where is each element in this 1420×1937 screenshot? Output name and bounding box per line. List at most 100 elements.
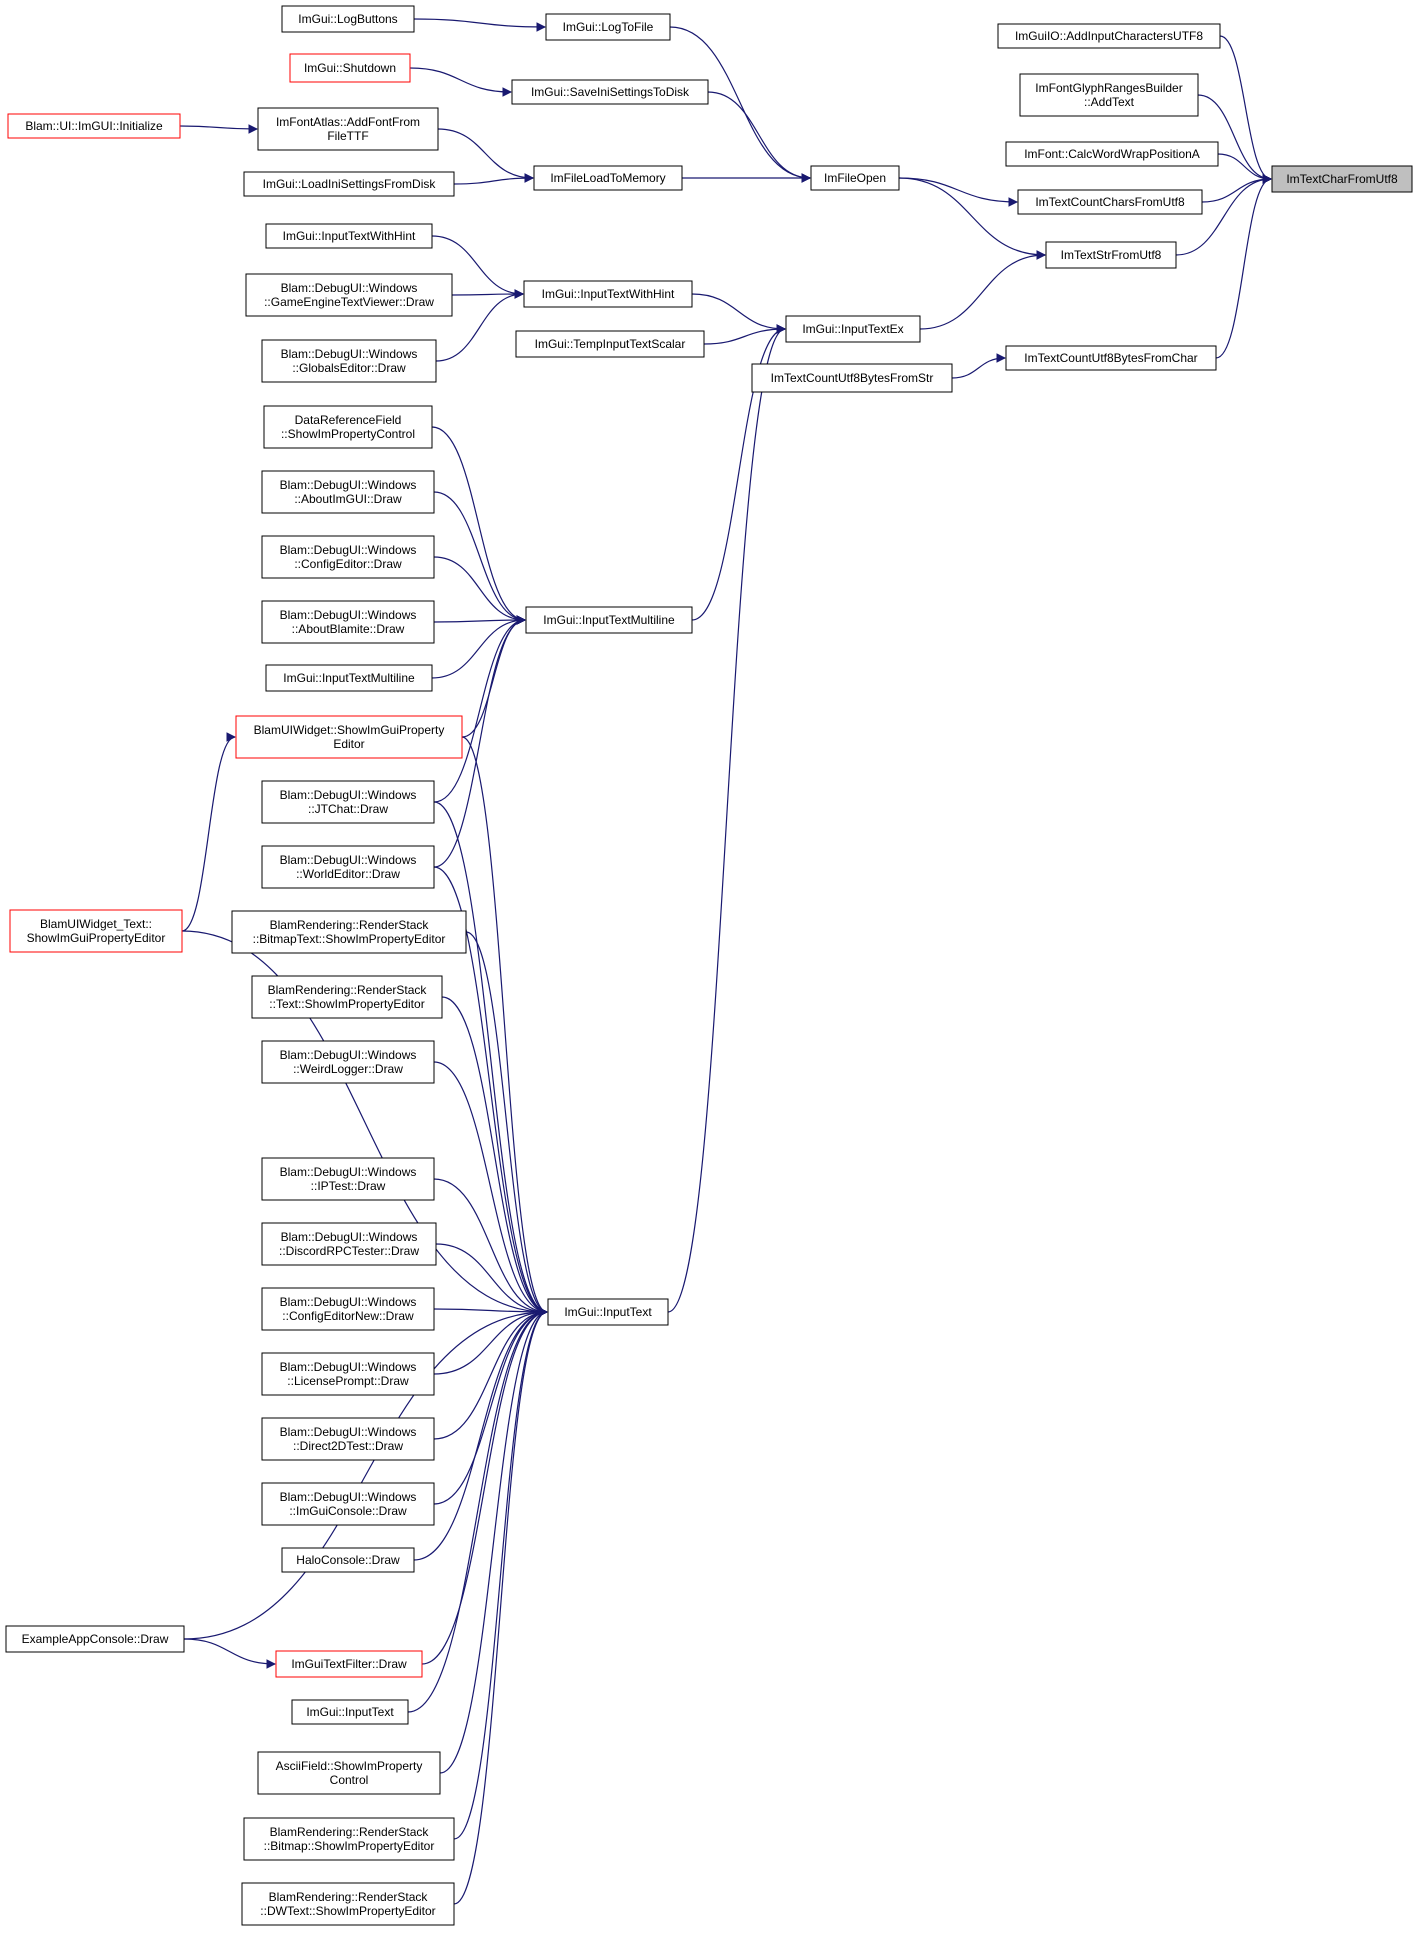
node-aboutblamite[interactable]: Blam::DebugUI::Windows::AboutBlamite::Dr… xyxy=(261,600,435,644)
node-box-license[interactable] xyxy=(261,1352,435,1396)
node-countutf8str[interactable]: ImTextCountUtf8BytesFromStr xyxy=(751,363,953,393)
node-box-inputtext[interactable] xyxy=(547,1298,669,1326)
node-box-countutf8bytes[interactable] xyxy=(1005,345,1217,371)
node-rsbitmap[interactable]: BlamRendering::RenderStack::Bitmap::Show… xyxy=(243,1817,455,1861)
node-box-fileload[interactable] xyxy=(533,165,683,191)
node-box-configeditornew[interactable] xyxy=(261,1287,435,1331)
node-blaminit[interactable]: Blam::UI::ImGUI::Initialize xyxy=(7,113,181,139)
node-bitmaptext[interactable]: BlamRendering::RenderStack::BitmapText::… xyxy=(231,910,467,954)
node-box-rsbitmap[interactable] xyxy=(243,1817,455,1861)
node-countchars[interactable]: ImTextCountCharsFromUtf8 xyxy=(1017,189,1203,215)
node-uiwidget[interactable]: BlamUIWidget::ShowImGuiPropertyEditor xyxy=(235,715,463,759)
node-box-worldeditor[interactable] xyxy=(261,845,435,889)
node-box-blaminit[interactable] xyxy=(7,113,181,139)
node-box-jtchat[interactable] xyxy=(261,780,435,824)
node-addtext[interactable]: ImFontGlyphRangesBuilder::AddText xyxy=(1019,73,1199,117)
node-box-strfromutf8[interactable] xyxy=(1045,241,1177,269)
node-tempscalar[interactable]: ImGui::TempInputTextScalar xyxy=(515,330,705,358)
node-box-configeditor[interactable] xyxy=(261,535,435,579)
node-target[interactable]: ImTextCharFromUtf8 xyxy=(1271,165,1413,193)
node-fileload[interactable]: ImFileLoadToMemory xyxy=(533,165,683,191)
node-license[interactable]: Blam::DebugUI::Windows::LicensePrompt::D… xyxy=(261,1352,435,1396)
node-box-logtofile[interactable] xyxy=(545,13,671,41)
node-imguiconsole[interactable]: Blam::DebugUI::Windows::ImGuiConsole::Dr… xyxy=(261,1482,435,1526)
node-box-globalseditor[interactable] xyxy=(261,339,437,383)
node-shutdown[interactable]: ImGui::Shutdown xyxy=(289,53,411,83)
node-countutf8bytes[interactable]: ImTextCountUtf8BytesFromChar xyxy=(1005,345,1217,371)
node-worldeditor[interactable]: Blam::DebugUI::Windows::WorldEditor::Dra… xyxy=(261,845,435,889)
node-box-multiline[interactable] xyxy=(525,606,693,634)
node-haloconsole[interactable]: HaloConsole::Draw xyxy=(281,1547,415,1573)
node-aboutimgui[interactable]: Blam::DebugUI::Windows::AboutImGUI::Draw xyxy=(261,470,435,514)
node-jtchat[interactable]: Blam::DebugUI::Windows::JTChat::Draw xyxy=(261,780,435,824)
node-direct2d[interactable]: Blam::DebugUI::Windows::Direct2DTest::Dr… xyxy=(261,1417,435,1461)
node-box-dwtext[interactable] xyxy=(241,1882,455,1926)
node-box-fileopen[interactable] xyxy=(810,165,900,191)
node-box-asciifield[interactable] xyxy=(257,1751,441,1795)
node-inputtext2[interactable]: ImGui::InputText xyxy=(291,1699,409,1725)
node-box-uiwidget[interactable] xyxy=(235,715,463,759)
node-box-loadini[interactable] xyxy=(243,171,455,197)
node-box-aboutimgui[interactable] xyxy=(261,470,435,514)
node-box-imguiconsole[interactable] xyxy=(261,1482,435,1526)
node-addinpututf8[interactable]: ImGuiIO::AddInputCharactersUTF8 xyxy=(997,23,1221,49)
node-logtofile[interactable]: ImGui::LogToFile xyxy=(545,13,671,41)
node-box-logbuttons[interactable] xyxy=(281,5,415,33)
node-box-addinpututf8[interactable] xyxy=(997,23,1221,49)
node-uiwidgettext[interactable]: BlamUIWidget_Text::ShowImGuiPropertyEdit… xyxy=(9,909,183,953)
node-box-textfilter[interactable] xyxy=(275,1650,423,1678)
node-dataref[interactable]: DataReferenceField::ShowImPropertyContro… xyxy=(263,405,433,449)
node-box-saveini[interactable] xyxy=(511,79,709,105)
node-box-shutdown[interactable] xyxy=(289,53,411,83)
node-box-inputtext2[interactable] xyxy=(291,1699,409,1725)
node-saveini[interactable]: ImGui::SaveIniSettingsToDisk xyxy=(511,79,709,105)
node-box-uiwidgettext[interactable] xyxy=(9,909,183,953)
node-configeditornew[interactable]: Blam::DebugUI::Windows::ConfigEditorNew:… xyxy=(261,1287,435,1331)
node-dwtext[interactable]: BlamRendering::RenderStack::DWText::Show… xyxy=(241,1882,455,1926)
node-box-countutf8str[interactable] xyxy=(751,363,953,393)
node-box-inputtextex[interactable] xyxy=(785,315,921,343)
node-box-haloconsole[interactable] xyxy=(281,1547,415,1573)
node-gametextviewer[interactable]: Blam::DebugUI::Windows::GameEngineTextVi… xyxy=(245,273,453,317)
node-asciifield[interactable]: AsciiField::ShowImPropertyControl xyxy=(257,1751,441,1795)
node-inputhint2[interactable]: ImGui::InputTextWithHint xyxy=(265,223,433,249)
node-inputtext[interactable]: ImGui::InputText xyxy=(547,1298,669,1326)
node-box-calcwordwrap[interactable] xyxy=(1005,141,1219,167)
node-box-aboutblamite[interactable] xyxy=(261,600,435,644)
node-loadini[interactable]: ImGui::LoadIniSettingsFromDisk xyxy=(243,171,455,197)
node-box-rstext[interactable] xyxy=(251,975,443,1019)
node-configeditor[interactable]: Blam::DebugUI::Windows::ConfigEditor::Dr… xyxy=(261,535,435,579)
node-box-gametextviewer[interactable] xyxy=(245,273,453,317)
node-fileopen[interactable]: ImFileOpen xyxy=(810,165,900,191)
node-box-countchars[interactable] xyxy=(1017,189,1203,215)
node-multiline2[interactable]: ImGui::InputTextMultiline xyxy=(265,664,433,692)
node-weirdlogger[interactable]: Blam::DebugUI::Windows::WeirdLogger::Dra… xyxy=(261,1040,435,1084)
node-box-target[interactable] xyxy=(1271,165,1413,193)
node-discord[interactable]: Blam::DebugUI::Windows::DiscordRPCTester… xyxy=(261,1222,437,1266)
node-box-inputhint2[interactable] xyxy=(265,223,433,249)
node-globalseditor[interactable]: Blam::DebugUI::Windows::GlobalsEditor::D… xyxy=(261,339,437,383)
node-box-weirdlogger[interactable] xyxy=(261,1040,435,1084)
node-exampleconsole[interactable]: ExampleAppConsole::Draw xyxy=(5,1625,185,1653)
node-box-inputhint[interactable] xyxy=(523,280,693,308)
node-calcwordwrap[interactable]: ImFont::CalcWordWrapPositionA xyxy=(1005,141,1219,167)
node-inputtextex[interactable]: ImGui::InputTextEx xyxy=(785,315,921,343)
node-multiline[interactable]: ImGui::InputTextMultiline xyxy=(525,606,693,634)
node-box-direct2d[interactable] xyxy=(261,1417,435,1461)
node-box-addtext[interactable] xyxy=(1019,73,1199,117)
node-box-tempscalar[interactable] xyxy=(515,330,705,358)
node-box-addfontttf[interactable] xyxy=(257,107,439,151)
node-box-bitmaptext[interactable] xyxy=(231,910,467,954)
node-logbuttons[interactable]: ImGui::LogButtons xyxy=(281,5,415,33)
node-iptest[interactable]: Blam::DebugUI::Windows::IPTest::Draw xyxy=(261,1157,435,1201)
node-strfromutf8[interactable]: ImTextStrFromUtf8 xyxy=(1045,241,1177,269)
node-rstext[interactable]: BlamRendering::RenderStack::Text::ShowIm… xyxy=(251,975,443,1019)
node-box-iptest[interactable] xyxy=(261,1157,435,1201)
node-box-dataref[interactable] xyxy=(263,405,433,449)
node-textfilter[interactable]: ImGuiTextFilter::Draw xyxy=(275,1650,423,1678)
node-box-multiline2[interactable] xyxy=(265,664,433,692)
node-inputhint[interactable]: ImGui::InputTextWithHint xyxy=(523,280,693,308)
node-box-discord[interactable] xyxy=(261,1222,437,1266)
node-box-exampleconsole[interactable] xyxy=(5,1625,185,1653)
